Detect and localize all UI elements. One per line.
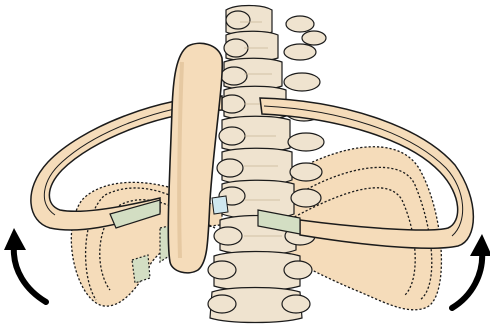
curved-arrow-up-left-icon — [4, 228, 46, 302]
sternocostal-joint — [212, 196, 228, 214]
vertebral-column — [208, 6, 326, 323]
